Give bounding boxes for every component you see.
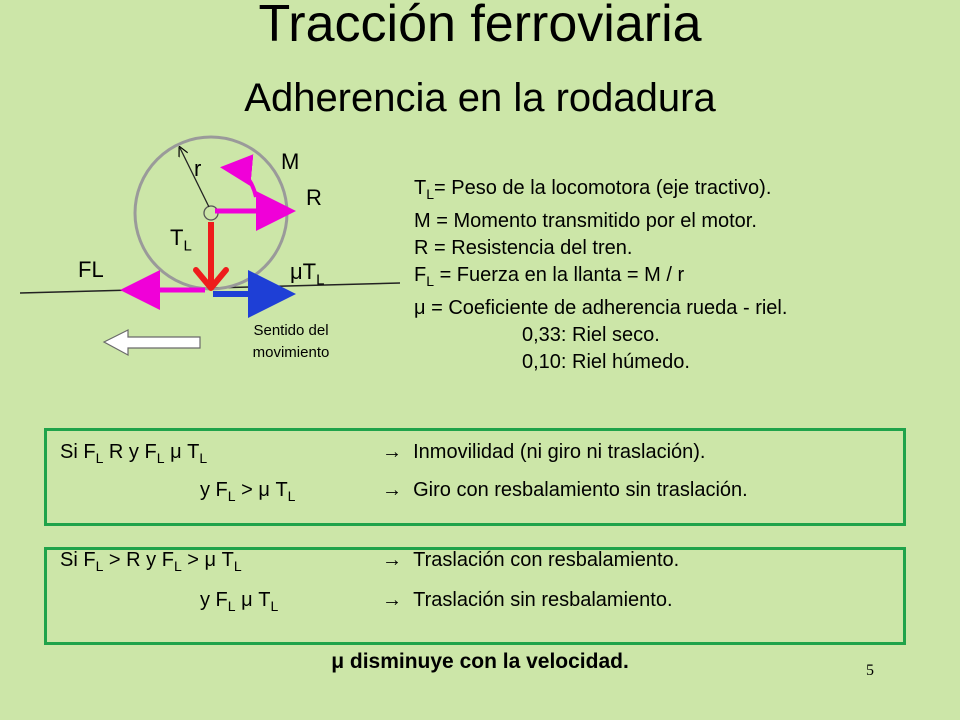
moment-label: M — [281, 149, 300, 174]
rim-force-label: FL — [78, 257, 104, 282]
definition-item: M = Momento transmitido por el motor. — [414, 210, 757, 232]
implies-arrow: → — [382, 479, 402, 501]
wheel-diagram — [19, 135, 401, 357]
adhesion-label: μTL — [290, 259, 325, 289]
condition-4-expression: y FL μ TL — [200, 589, 279, 614]
movement-direction-arrow — [102, 329, 201, 357]
definitions-list: TL= Peso de la locomotora (eje tractivo)… — [414, 175, 787, 376]
implies-arrow: → — [382, 589, 402, 611]
condition-1-expression: Si FL R y FL μ TL — [60, 441, 208, 466]
footer-note: μ disminuye con la velocidad. — [331, 650, 629, 673]
moment-arrow — [220, 154, 258, 198]
implies-arrow: → — [382, 441, 402, 463]
condition-3-result: → Traslación con resbalamiento. — [382, 549, 680, 571]
definition-item: R = Resistencia del tren. — [414, 237, 633, 259]
condition-4-result: → Traslación sin resbalamiento. — [382, 589, 673, 611]
condition-box-2 — [44, 547, 906, 645]
definition-item: 0,33: Riel seco. — [522, 324, 660, 346]
definition-item: 0,10: Riel húmedo. — [522, 351, 690, 373]
condition-box-1 — [44, 428, 906, 526]
condition-2-result: → Giro con resbalamiento sin traslación. — [382, 479, 748, 501]
definition-item: TL= Peso de la locomotora (eje tractivo)… — [414, 177, 772, 202]
implies-arrow: → — [382, 549, 402, 571]
definition-item: μ = Coeficiente de adherencia rueda - ri… — [414, 297, 788, 319]
condition-3-expression: Si FL > R y FL > μ TL — [60, 549, 242, 574]
movement-caption: Sentido del movimiento — [252, 322, 330, 361]
definition-item: FL = Fuerza en la llanta = M / r — [414, 264, 685, 289]
page-number: 5 — [866, 662, 874, 679]
page-title: Tracción ferroviaria — [258, 0, 702, 53]
resistance-label: R — [306, 185, 322, 210]
radius-line — [180, 148, 210, 208]
radius-label: r — [194, 156, 202, 181]
condition-2-expression: y FL > μ TL — [200, 479, 296, 504]
weight-arrow-head — [193, 267, 229, 291]
page-subtitle: Adherencia en la rodadura — [244, 76, 716, 120]
condition-1-result: → Inmovilidad (ni giro ni traslación). — [382, 441, 706, 463]
weight-label: TL — [170, 225, 192, 255]
